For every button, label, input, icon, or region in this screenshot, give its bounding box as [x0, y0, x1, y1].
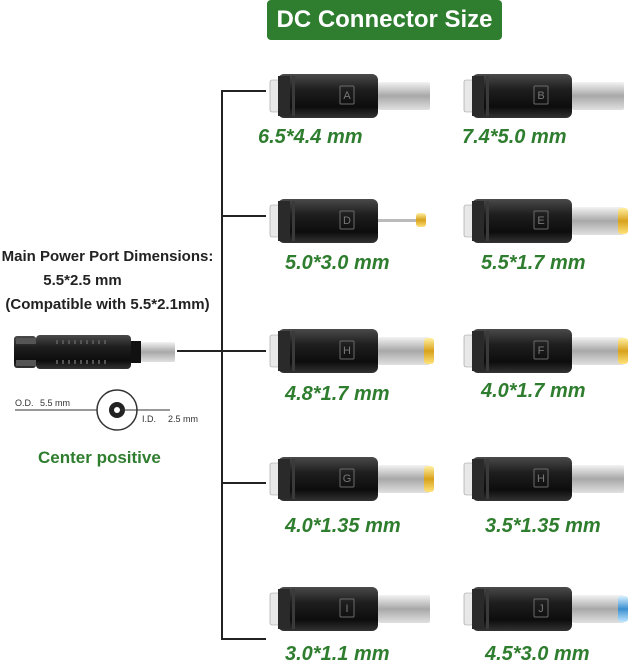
- od-value: 5.5 mm: [40, 398, 71, 408]
- bracket-tick: [221, 90, 266, 92]
- main-port-compat: (Compatible with 5.5*2.1mm): [5, 296, 210, 313]
- main-plug-connector-line: [177, 350, 223, 352]
- svg-text:A: A: [343, 90, 351, 102]
- connector-size-label: 3.5*1.35 mm: [485, 515, 601, 537]
- main-port-size: 5.5*2.5 mm: [43, 272, 122, 289]
- id-value: 2.5 mm: [168, 414, 199, 424]
- id-label: I.D.: [142, 414, 157, 424]
- connector-tip-image: I: [269, 587, 430, 631]
- main-plug-image: [14, 335, 175, 369]
- connector-tip-image: G: [269, 457, 434, 501]
- svg-text:H: H: [343, 345, 351, 357]
- bracket-tick: [221, 215, 266, 217]
- bracket-tick: [221, 350, 266, 352]
- title-banner: DC Connector Size: [267, 0, 502, 40]
- svg-text:J: J: [538, 603, 544, 615]
- connector-tip-image: E: [463, 199, 628, 243]
- main-port-info: Main Power Port Dimensions: 5.5*2.5 mm (…: [0, 245, 215, 317]
- svg-text:I: I: [345, 603, 348, 615]
- main-port-heading: Main Power Port Dimensions:: [1, 248, 214, 265]
- connector-size-label: 4.0*1.7 mm: [481, 380, 586, 402]
- connector-size-label: 6.5*4.4 mm: [258, 126, 363, 148]
- svg-text:F: F: [538, 345, 545, 357]
- svg-text:E: E: [537, 215, 544, 227]
- socket-cross-section-icon: [15, 389, 170, 431]
- connector-tip-image: B: [463, 74, 624, 118]
- svg-text:D: D: [343, 215, 351, 227]
- connector-tip-image: A: [269, 74, 430, 118]
- bracket-line: [221, 90, 223, 640]
- connector-tip-image: F: [463, 329, 628, 373]
- connector-size-label: 4.8*1.7 mm: [285, 383, 390, 405]
- connector-tip-image: H: [269, 329, 434, 373]
- dimension-diagram: O.D. 5.5 mm I.D. 2.5 mm: [10, 388, 230, 440]
- svg-text:G: G: [343, 473, 352, 485]
- connector-size-label: 5.0*3.0 mm: [285, 252, 390, 274]
- connector-size-label: 4.0*1.35 mm: [285, 515, 401, 537]
- polarity-label: Center positive: [38, 448, 161, 467]
- connector-tip-image: J: [463, 587, 628, 631]
- svg-text:B: B: [537, 90, 544, 102]
- connector-size-label: 4.5*3.0 mm: [485, 643, 590, 665]
- page-title: DC Connector Size: [276, 6, 493, 33]
- connector-size-label: 3.0*1.1 mm: [285, 643, 390, 665]
- od-label: O.D.: [15, 398, 34, 408]
- connector-size-label: 7.4*5.0 mm: [462, 126, 567, 148]
- connector-size-label: 5.5*1.7 mm: [481, 252, 586, 274]
- bracket-tick: [221, 638, 266, 640]
- connector-tip-image: D: [269, 199, 426, 243]
- bracket-tick: [221, 482, 266, 484]
- connector-tip-image: H: [463, 457, 624, 501]
- svg-text:H: H: [537, 473, 545, 485]
